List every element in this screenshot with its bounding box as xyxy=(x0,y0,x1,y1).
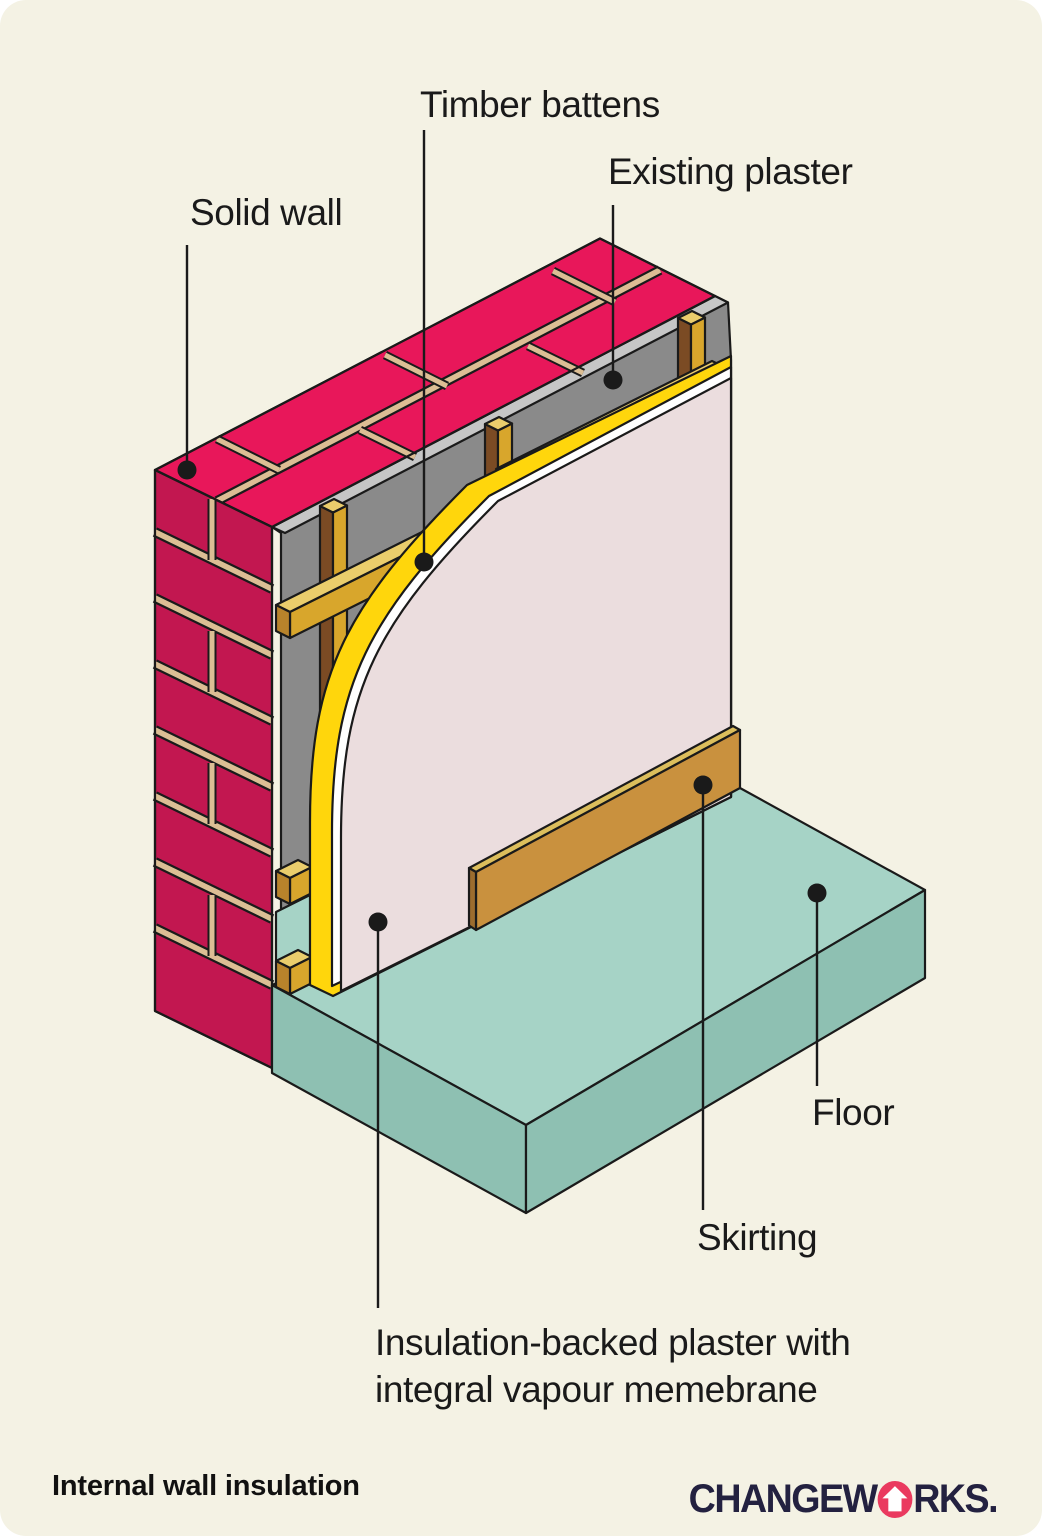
house-icon xyxy=(882,1486,908,1512)
leader-solid-wall xyxy=(177,245,197,480)
leader-insulation-panel xyxy=(368,912,388,1308)
label-timber-battens: Timber battens xyxy=(420,84,660,125)
leader-floor xyxy=(807,883,827,1086)
leader-skirting xyxy=(693,775,713,1210)
label-solid-wall: Solid wall xyxy=(190,192,343,233)
label-skirting: Skirting xyxy=(697,1217,818,1258)
logo-text-right: RKS. xyxy=(913,1477,998,1521)
changeworks-logo: CHANGEW RKS. xyxy=(688,1477,999,1522)
label-existing-plaster: Existing plaster xyxy=(608,151,853,192)
label-insulation-panel: Insulation-backed plaster with integral … xyxy=(375,1322,851,1410)
leader-timber-battens xyxy=(414,130,434,572)
leader-existing-plaster xyxy=(603,205,623,390)
solid-wall-brick xyxy=(152,237,717,1070)
skirting-board xyxy=(467,724,742,932)
logo-o-circle xyxy=(877,1481,913,1518)
floor-slab xyxy=(270,786,927,1215)
leader-lines xyxy=(177,130,827,1308)
logo-text-left: CHANGEW xyxy=(688,1477,878,1521)
diagram-caption: Internal wall insulation xyxy=(52,1470,360,1502)
label-floor: Floor xyxy=(812,1092,895,1133)
